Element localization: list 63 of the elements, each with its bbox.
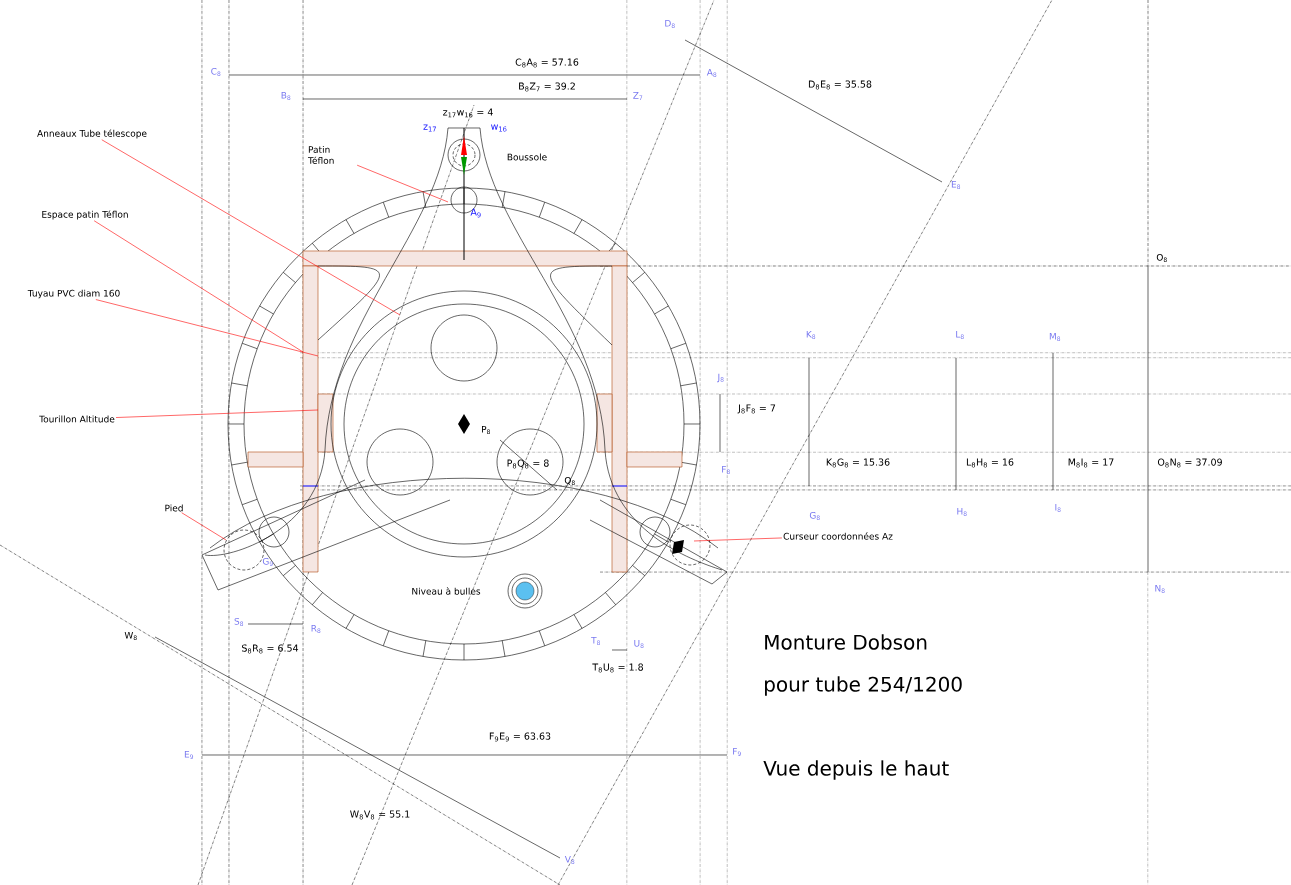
callout-text: Tourillon Altitude — [39, 415, 115, 423]
point-label: Z$_{7}$ — [633, 92, 643, 100]
callout-text: Tuyau PVC diam 160 — [27, 289, 120, 299]
dimension-label: L$_{8}$H$_{8}$ = 16 — [966, 458, 1014, 468]
point-label: T$_{8}$ — [591, 637, 600, 645]
dimension-label: J$_{8}$F$_{8}$ = 7 — [737, 404, 776, 414]
leader-line — [95, 299, 319, 357]
title-text: Monture Dobson — [765, 634, 927, 650]
point-label: F$_{8}$ — [722, 466, 730, 474]
dimension-label: F$_{9}$E$_{9}$ = 63.63 — [489, 732, 551, 742]
point-label: L$_{8}$ — [956, 331, 964, 339]
point-label: S$_{8}$ — [234, 617, 244, 627]
point-label: J$_{8}$ — [717, 373, 724, 383]
point-label: E$_{9}$ — [184, 751, 194, 759]
title-text: Vue depuis le haut — [763, 760, 949, 780]
point-label: U$_{8}$ — [634, 640, 644, 648]
dimension-label: O$_{8}$N$_{8}$ = 37.09 — [1157, 458, 1222, 468]
dimension-label: M$_{8}$I$_{8}$ = 17 — [1068, 458, 1114, 468]
point-label: A$_{9}$ — [470, 208, 481, 218]
part-label: Boussole — [507, 153, 547, 161]
callout-text: Patin Téflon — [308, 146, 334, 164]
leader-line — [93, 220, 304, 353]
point-label: A$_{8}$ — [706, 69, 717, 77]
dimension-label: W$_{8}$V$_{8}$ = 55.1 — [350, 810, 410, 820]
point-label: B$_{8}$ — [281, 92, 291, 100]
point-label: K$_{8}$ — [806, 331, 816, 339]
leader-line — [181, 512, 227, 541]
point-label: M$_{8}$ — [1049, 333, 1061, 341]
point-label: N$_{8}$ — [1155, 585, 1165, 593]
part-label: P$_{8}$ — [482, 426, 490, 434]
dimension-label: z$_{17}$w$_{16}$ = 4 — [443, 108, 493, 118]
leader-line — [356, 164, 449, 203]
point-label: R$_{8}$ — [311, 625, 321, 633]
point-label: w$_{16}$ — [491, 124, 507, 132]
dimension-label: T$_{8}$U$_{8}$ = 1.8 — [592, 663, 643, 673]
point-label: H$_{8}$ — [957, 508, 967, 516]
point-label: F$_{9}$ — [733, 748, 741, 756]
leader-line — [101, 139, 401, 316]
part-label: O$_{8}$ — [1156, 253, 1167, 263]
point-label: E$_{8}$ — [951, 181, 961, 189]
point-label: z$_{17}$ — [423, 124, 436, 132]
point-label: C$_{8}$ — [211, 67, 221, 77]
leader-line — [115, 409, 319, 418]
dimension-label: P$_{8}$Q$_{8}$ = 8 — [507, 459, 549, 469]
callout-text: Espace patin Téflon — [42, 210, 128, 220]
point-label: D$_{8}$ — [665, 20, 675, 28]
point-label: V$_{8}$ — [564, 856, 575, 864]
dimension-label: B$_{8}$Z$_{7}$ = 39.2 — [519, 82, 575, 92]
dimension-label: K$_{8}$G$_{8}$ = 15.36 — [826, 458, 890, 468]
callout-text: Pied — [165, 504, 183, 512]
part-label: Niveau à bulles — [412, 587, 481, 595]
dimension-label: C$_{8}$A$_{8}$ = 57.16 — [515, 58, 579, 68]
point-label: G$_{9}$ — [262, 557, 273, 567]
point-label: G$_{8}$ — [809, 511, 820, 521]
leader-line — [693, 537, 783, 542]
callout-text: Anneaux Tube télescope — [37, 129, 147, 139]
point-label: I$_{8}$ — [1055, 504, 1061, 512]
part-label: Q$_{8}$ — [564, 476, 575, 486]
title-text: pour tube 254/1200 — [765, 676, 962, 696]
part-label: W$_{8}$ — [124, 632, 137, 640]
dimension-label: D$_{8}$E$_{8}$ = 35.58 — [808, 80, 872, 90]
dimension-label: S$_{8}$R$_{8}$ = 6.54 — [242, 644, 299, 654]
callout-text: Curseur coordonnées Az — [783, 532, 893, 540]
